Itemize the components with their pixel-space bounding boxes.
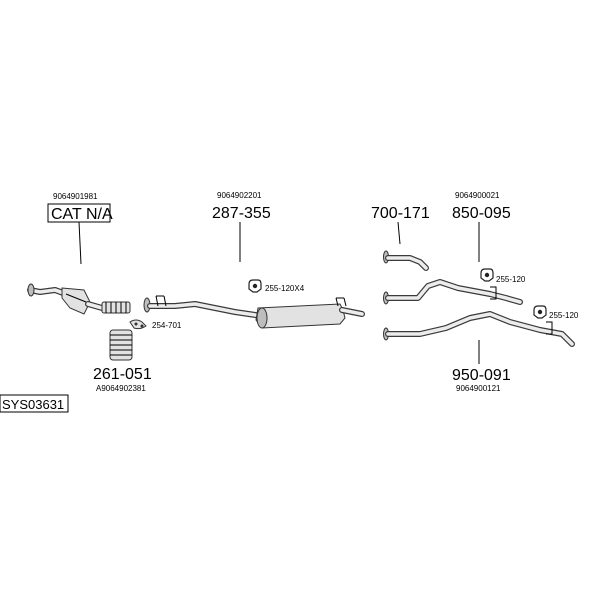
pipe-700-171 xyxy=(383,250,429,271)
pipe-850-095 xyxy=(383,279,523,305)
p950-number: 950-091 xyxy=(452,367,511,384)
front-flange xyxy=(27,283,35,297)
system-code: SYS03631 xyxy=(2,397,64,412)
p255b-number: 255-120 xyxy=(549,311,579,320)
flex-pipe-261-051 xyxy=(109,329,133,361)
silencer-body xyxy=(255,303,346,329)
p255x4-number: 255-120X4 xyxy=(265,284,305,293)
pipe-950-091 xyxy=(383,311,575,347)
catalyst-body xyxy=(61,287,91,315)
p700-leader xyxy=(397,221,401,245)
clamp-icon-a xyxy=(480,268,494,282)
p850-number: 850-095 xyxy=(452,205,511,222)
rear-silencer-assembly xyxy=(143,295,365,329)
catalyst-assembly xyxy=(27,283,131,315)
p254-number: 254-701 xyxy=(152,321,182,330)
cat-ref: 9064901981 xyxy=(53,192,98,201)
p850-ref: 9064900021 xyxy=(455,191,500,200)
gasket-254-701 xyxy=(129,319,147,330)
cat-label-box xyxy=(47,203,111,223)
p255a-number: 255-120 xyxy=(496,275,526,284)
p700-number: 700-171 xyxy=(371,205,430,222)
p287-number: 287-355 xyxy=(212,205,271,222)
p261-ref: A9064902381 xyxy=(96,384,146,393)
cat-label: CAT N/A xyxy=(51,206,113,223)
p287-ref: 9064902201 xyxy=(217,191,262,200)
cat-leader xyxy=(78,221,82,265)
clamp-icon xyxy=(248,279,262,293)
p950-ref: 9064900121 xyxy=(456,384,501,393)
clamp-icon-b xyxy=(533,305,547,319)
p261-number: 261-051 xyxy=(93,366,152,383)
system-code-box xyxy=(0,394,69,413)
